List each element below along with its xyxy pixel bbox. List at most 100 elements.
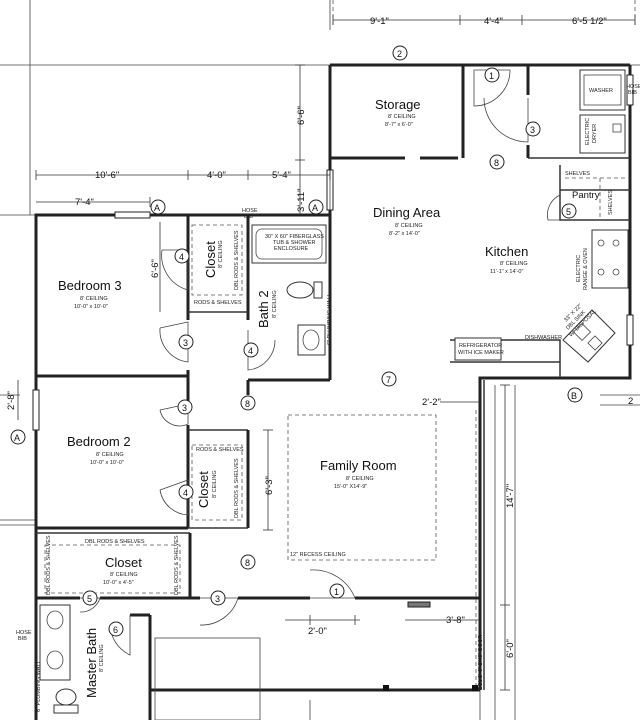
door-tag-2: 2 bbox=[392, 45, 408, 61]
svg-text:4: 4 bbox=[179, 252, 184, 262]
section-marker-a-left: A bbox=[10, 429, 26, 445]
svg-text:1: 1 bbox=[489, 71, 494, 81]
dbl-rods-b2: DBL RODS & SHELVES bbox=[234, 458, 240, 518]
recess-ceiling-label: 12" RECESS CEILING bbox=[290, 552, 346, 558]
kitchen-size: 11'-1" x 14'-0" bbox=[490, 269, 523, 275]
refrigerator-label-2: WITH ICE MAKER bbox=[458, 350, 504, 356]
bedroom3-size: 10'-0" x 10'-0" bbox=[74, 304, 108, 310]
door-tag-3-b2: 3 bbox=[177, 399, 193, 415]
rods-shelves-b2: RODS & SHELVES bbox=[196, 447, 244, 453]
storage-name: Storage bbox=[375, 97, 421, 112]
bath2-name: Bath 2 bbox=[256, 290, 271, 328]
master-bath-name: Master Bath bbox=[84, 628, 99, 698]
tub-note-3: ENCLOSURE bbox=[274, 246, 309, 252]
dim-6-3: 6'-3" bbox=[264, 476, 275, 495]
door-tag-3-b3: 3 bbox=[178, 334, 194, 350]
dbl-rods-master-right: DBL RODS & SHELVES bbox=[174, 535, 180, 595]
svg-text:A: A bbox=[14, 433, 20, 443]
dim-4-4: 4'-4" bbox=[484, 16, 503, 27]
tub-shower bbox=[251, 224, 327, 264]
door-tag-5-pantry: 5 bbox=[561, 203, 577, 219]
dining-name: Dining Area bbox=[373, 205, 441, 220]
hose-bib-right-2: BIB bbox=[628, 90, 637, 96]
dim-2-0: 2'-0" bbox=[308, 626, 327, 637]
range-label-2: RANGE & OVEN bbox=[583, 248, 589, 290]
hose-bib-top-1: HOSE bbox=[242, 208, 258, 214]
dim-9-1: 9'-1" bbox=[370, 16, 389, 27]
dim-7-4: 7'-4" bbox=[75, 197, 94, 208]
exterior-walls bbox=[34, 63, 632, 720]
door-tag-3-master: 3 bbox=[210, 590, 226, 606]
svg-text:6: 6 bbox=[113, 625, 118, 635]
svg-text:5: 5 bbox=[566, 207, 571, 217]
dim-6-5: 6'-5 1/2" bbox=[572, 16, 607, 27]
closet-b2-ceiling: 8' CEILING bbox=[212, 470, 218, 498]
family-room-size: 15'-0" X14'-9" bbox=[334, 484, 367, 490]
dim-10-6: 10'-6" bbox=[95, 170, 119, 181]
svg-text:3: 3 bbox=[183, 338, 188, 348]
windows bbox=[32, 74, 634, 608]
door-tag-1-front: 1 bbox=[329, 583, 345, 599]
dbl-sink bbox=[562, 309, 616, 363]
bath2-toilet bbox=[286, 281, 314, 299]
closet-b3-ceiling: 8' CEILING bbox=[218, 240, 224, 268]
dim-14-7: 14'-7" bbox=[505, 484, 516, 508]
dimension-lines bbox=[17, 15, 636, 691]
washer-label: WASHER bbox=[589, 88, 613, 94]
section-marker-a-top: A bbox=[150, 199, 166, 215]
patio-door-label: DBL 2'-6" 2'X6" DOOR bbox=[478, 635, 484, 690]
section-marker-a-mid: A bbox=[308, 199, 324, 215]
dining-size: 8'-2" x 14'-0" bbox=[389, 231, 420, 237]
door-tag-4-b3closet: 4 bbox=[174, 248, 190, 264]
pantry-name: Pantry bbox=[572, 190, 600, 201]
svg-text:1: 1 bbox=[334, 587, 339, 597]
svg-text:8: 8 bbox=[245, 558, 250, 568]
svg-text:8: 8 bbox=[245, 399, 250, 409]
dim-4-0: 4'-0" bbox=[207, 170, 226, 181]
section-marker-b: B bbox=[567, 387, 583, 403]
kitchen-ceiling: 8' CEILING bbox=[500, 261, 528, 267]
refrigerator bbox=[454, 337, 502, 361]
bath2-vanity bbox=[297, 324, 326, 356]
svg-text:7: 7 bbox=[386, 375, 391, 385]
door-tag-4-bath2: 4 bbox=[243, 342, 259, 358]
svg-text:2: 2 bbox=[397, 49, 402, 59]
svg-text:A: A bbox=[154, 203, 160, 213]
closet-b2-name: Closet bbox=[196, 471, 211, 508]
pantry-shelves: SHELVES bbox=[565, 171, 590, 177]
svg-text:3: 3 bbox=[182, 403, 187, 413]
closet-b3-name: Closet bbox=[203, 241, 218, 278]
master-closet-name: Closet bbox=[105, 555, 142, 570]
family-room-name: Family Room bbox=[320, 458, 397, 473]
door-tag-8-hall: 8 bbox=[240, 395, 256, 411]
bedroom2-name: Bedroom 2 bbox=[67, 434, 131, 449]
dim-3-8: 3'-8" bbox=[446, 615, 465, 626]
range-label-1: ELECTRIC bbox=[576, 255, 582, 282]
door-tag-8-top: 8 bbox=[489, 154, 505, 170]
hose-bib-left-1: HOSE bbox=[16, 630, 32, 636]
bedroom3-ceiling: 8' CEILING bbox=[80, 296, 108, 302]
hose-bib-left-2: BIB bbox=[18, 636, 27, 642]
svg-text:A: A bbox=[312, 203, 318, 213]
tub-note-2: TUB & SHOWER bbox=[273, 240, 316, 246]
master-bath-ceiling: 8' CEILING bbox=[99, 644, 105, 672]
bath2-ceiling: 8' CEILING bbox=[272, 290, 278, 318]
svg-text:8: 8 bbox=[494, 158, 499, 168]
family-room-ceiling: 8' CEILING bbox=[346, 476, 374, 482]
svg-text:B: B bbox=[571, 391, 577, 401]
door-tag-6: 6 bbox=[108, 621, 124, 637]
dim-6-6-bed3: 6'-6" bbox=[150, 259, 161, 278]
bedroom2-size: 10'-0" x 10'-0" bbox=[90, 460, 124, 466]
dim-6-0: 6'-0" bbox=[505, 639, 516, 658]
fixtures bbox=[39, 69, 629, 720]
dim-5-4: 5'-4" bbox=[272, 170, 291, 181]
plumbing-wall-master: 6" PLUMBING WALL bbox=[36, 660, 42, 712]
dbl-rods-master-left: DBL RODS & SHELVES bbox=[46, 535, 52, 595]
door-tag-1-top: 1 bbox=[484, 67, 500, 83]
tub-note-1: 30" X 60" FIBERGLASS bbox=[265, 234, 324, 240]
door-tag-7: 7 bbox=[381, 371, 397, 387]
electric-range bbox=[591, 229, 629, 289]
dryer-label-1: ELECTRIC bbox=[585, 118, 591, 145]
